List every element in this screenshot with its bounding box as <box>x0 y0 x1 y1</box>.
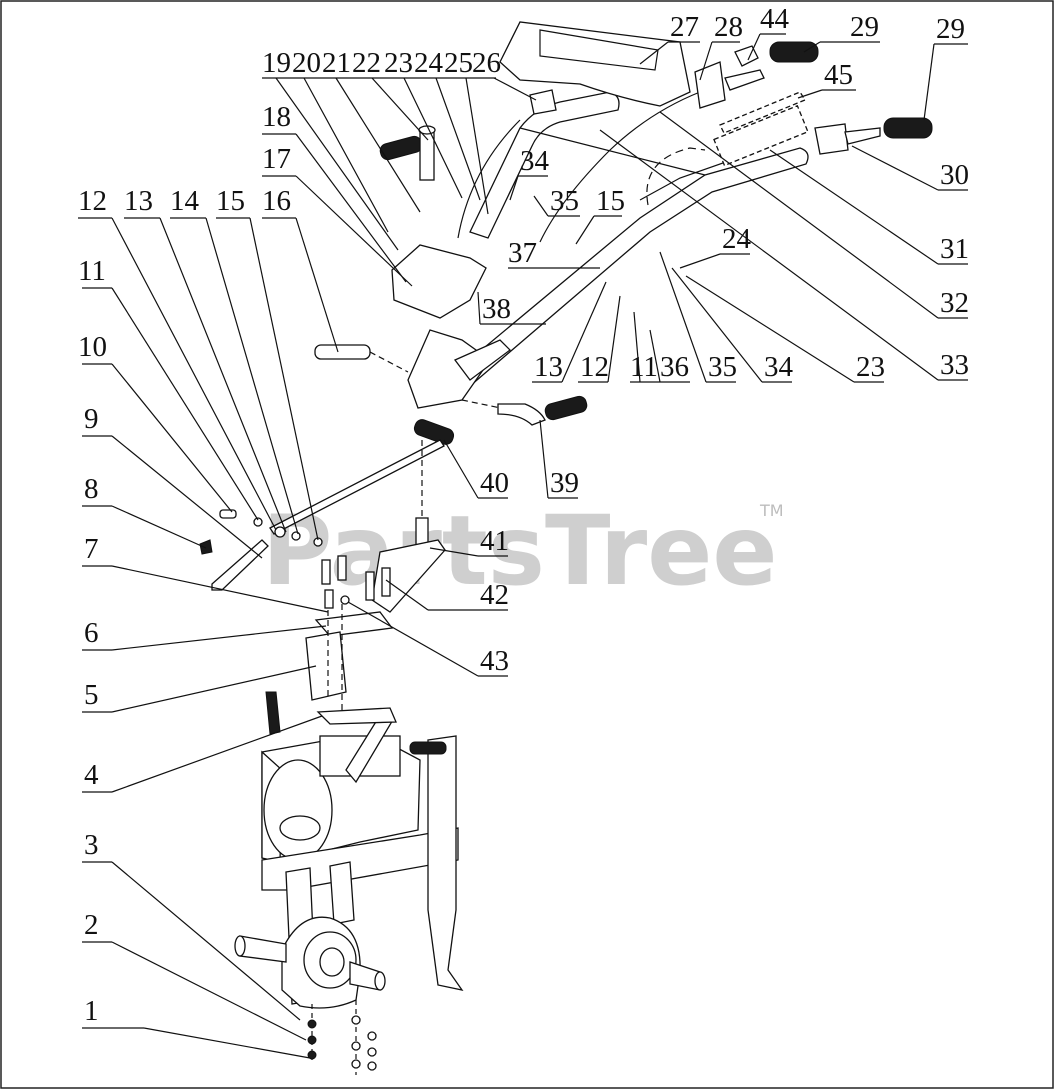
callout-43: 43 <box>480 645 509 677</box>
callout-3: 3 <box>84 829 99 861</box>
callout-34-upper: 34 <box>520 145 550 177</box>
callout-25: 25 <box>444 47 473 79</box>
tiller-body <box>234 691 464 1075</box>
callout-13-right: 13 <box>534 351 563 383</box>
leader-lines <box>78 33 968 1059</box>
callout-37: 37 <box>508 237 537 269</box>
callout-18: 18 <box>262 101 291 133</box>
callout-36: 36 <box>660 351 689 383</box>
callout-4: 4 <box>84 759 99 791</box>
callout-24-right: 24 <box>722 223 752 255</box>
callout-29-left: 29 <box>850 11 879 43</box>
callout-12-right: 12 <box>580 351 609 383</box>
callout-7: 7 <box>84 533 99 565</box>
callout-45: 45 <box>824 59 853 91</box>
shift-rod <box>199 439 445 591</box>
handle-bracket <box>314 125 546 426</box>
callout-23-right: 23 <box>856 351 885 383</box>
callout-20: 20 <box>292 47 321 79</box>
callout-labels: 1 2 3 4 5 6 7 8 9 10 11 12 13 14 15 16 1… <box>78 3 969 1027</box>
callout-1: 1 <box>84 995 99 1027</box>
callout-10: 10 <box>78 331 107 363</box>
callout-12: 12 <box>78 185 107 217</box>
callout-40: 40 <box>480 467 509 499</box>
control-levers <box>529 45 881 167</box>
callout-9: 9 <box>84 403 99 435</box>
callout-32: 32 <box>940 287 969 319</box>
mounting-plate-and-bolts <box>305 440 446 720</box>
callout-24: 24 <box>414 47 444 79</box>
callout-2: 2 <box>84 909 99 941</box>
callout-33: 33 <box>940 349 969 381</box>
callout-28: 28 <box>714 11 743 43</box>
callout-27: 27 <box>670 11 699 43</box>
callout-15: 15 <box>216 185 245 217</box>
callout-11: 11 <box>78 255 106 287</box>
callout-8: 8 <box>84 473 99 505</box>
callout-14: 14 <box>170 185 200 217</box>
callout-35-lower: 35 <box>708 351 737 383</box>
callout-5: 5 <box>84 679 99 711</box>
callout-19: 19 <box>262 47 291 79</box>
callout-30: 30 <box>940 159 969 191</box>
handlebar-grips <box>379 41 933 445</box>
callout-38: 38 <box>482 293 511 325</box>
callout-34-lower: 34 <box>764 351 794 383</box>
callout-39: 39 <box>550 467 579 499</box>
callout-13: 13 <box>124 185 153 217</box>
callout-16: 16 <box>262 185 291 217</box>
callout-29-right: 29 <box>936 13 965 45</box>
watermark-text: PartsTree <box>262 495 777 607</box>
callout-31: 31 <box>940 233 969 265</box>
callout-22: 22 <box>352 47 381 79</box>
callout-23: 23 <box>384 47 413 79</box>
callout-26: 26 <box>472 47 501 79</box>
callout-15-right: 15 <box>596 185 625 217</box>
callout-11-right: 11 <box>630 351 658 383</box>
watermark-trademark: TM <box>759 501 784 520</box>
callout-35-upper: 35 <box>550 185 579 217</box>
callout-42: 42 <box>480 579 509 611</box>
callout-41: 41 <box>480 525 509 557</box>
callout-44: 44 <box>760 3 790 35</box>
callout-17: 17 <box>262 143 291 175</box>
callout-21: 21 <box>322 47 351 79</box>
callout-6: 6 <box>84 617 99 649</box>
